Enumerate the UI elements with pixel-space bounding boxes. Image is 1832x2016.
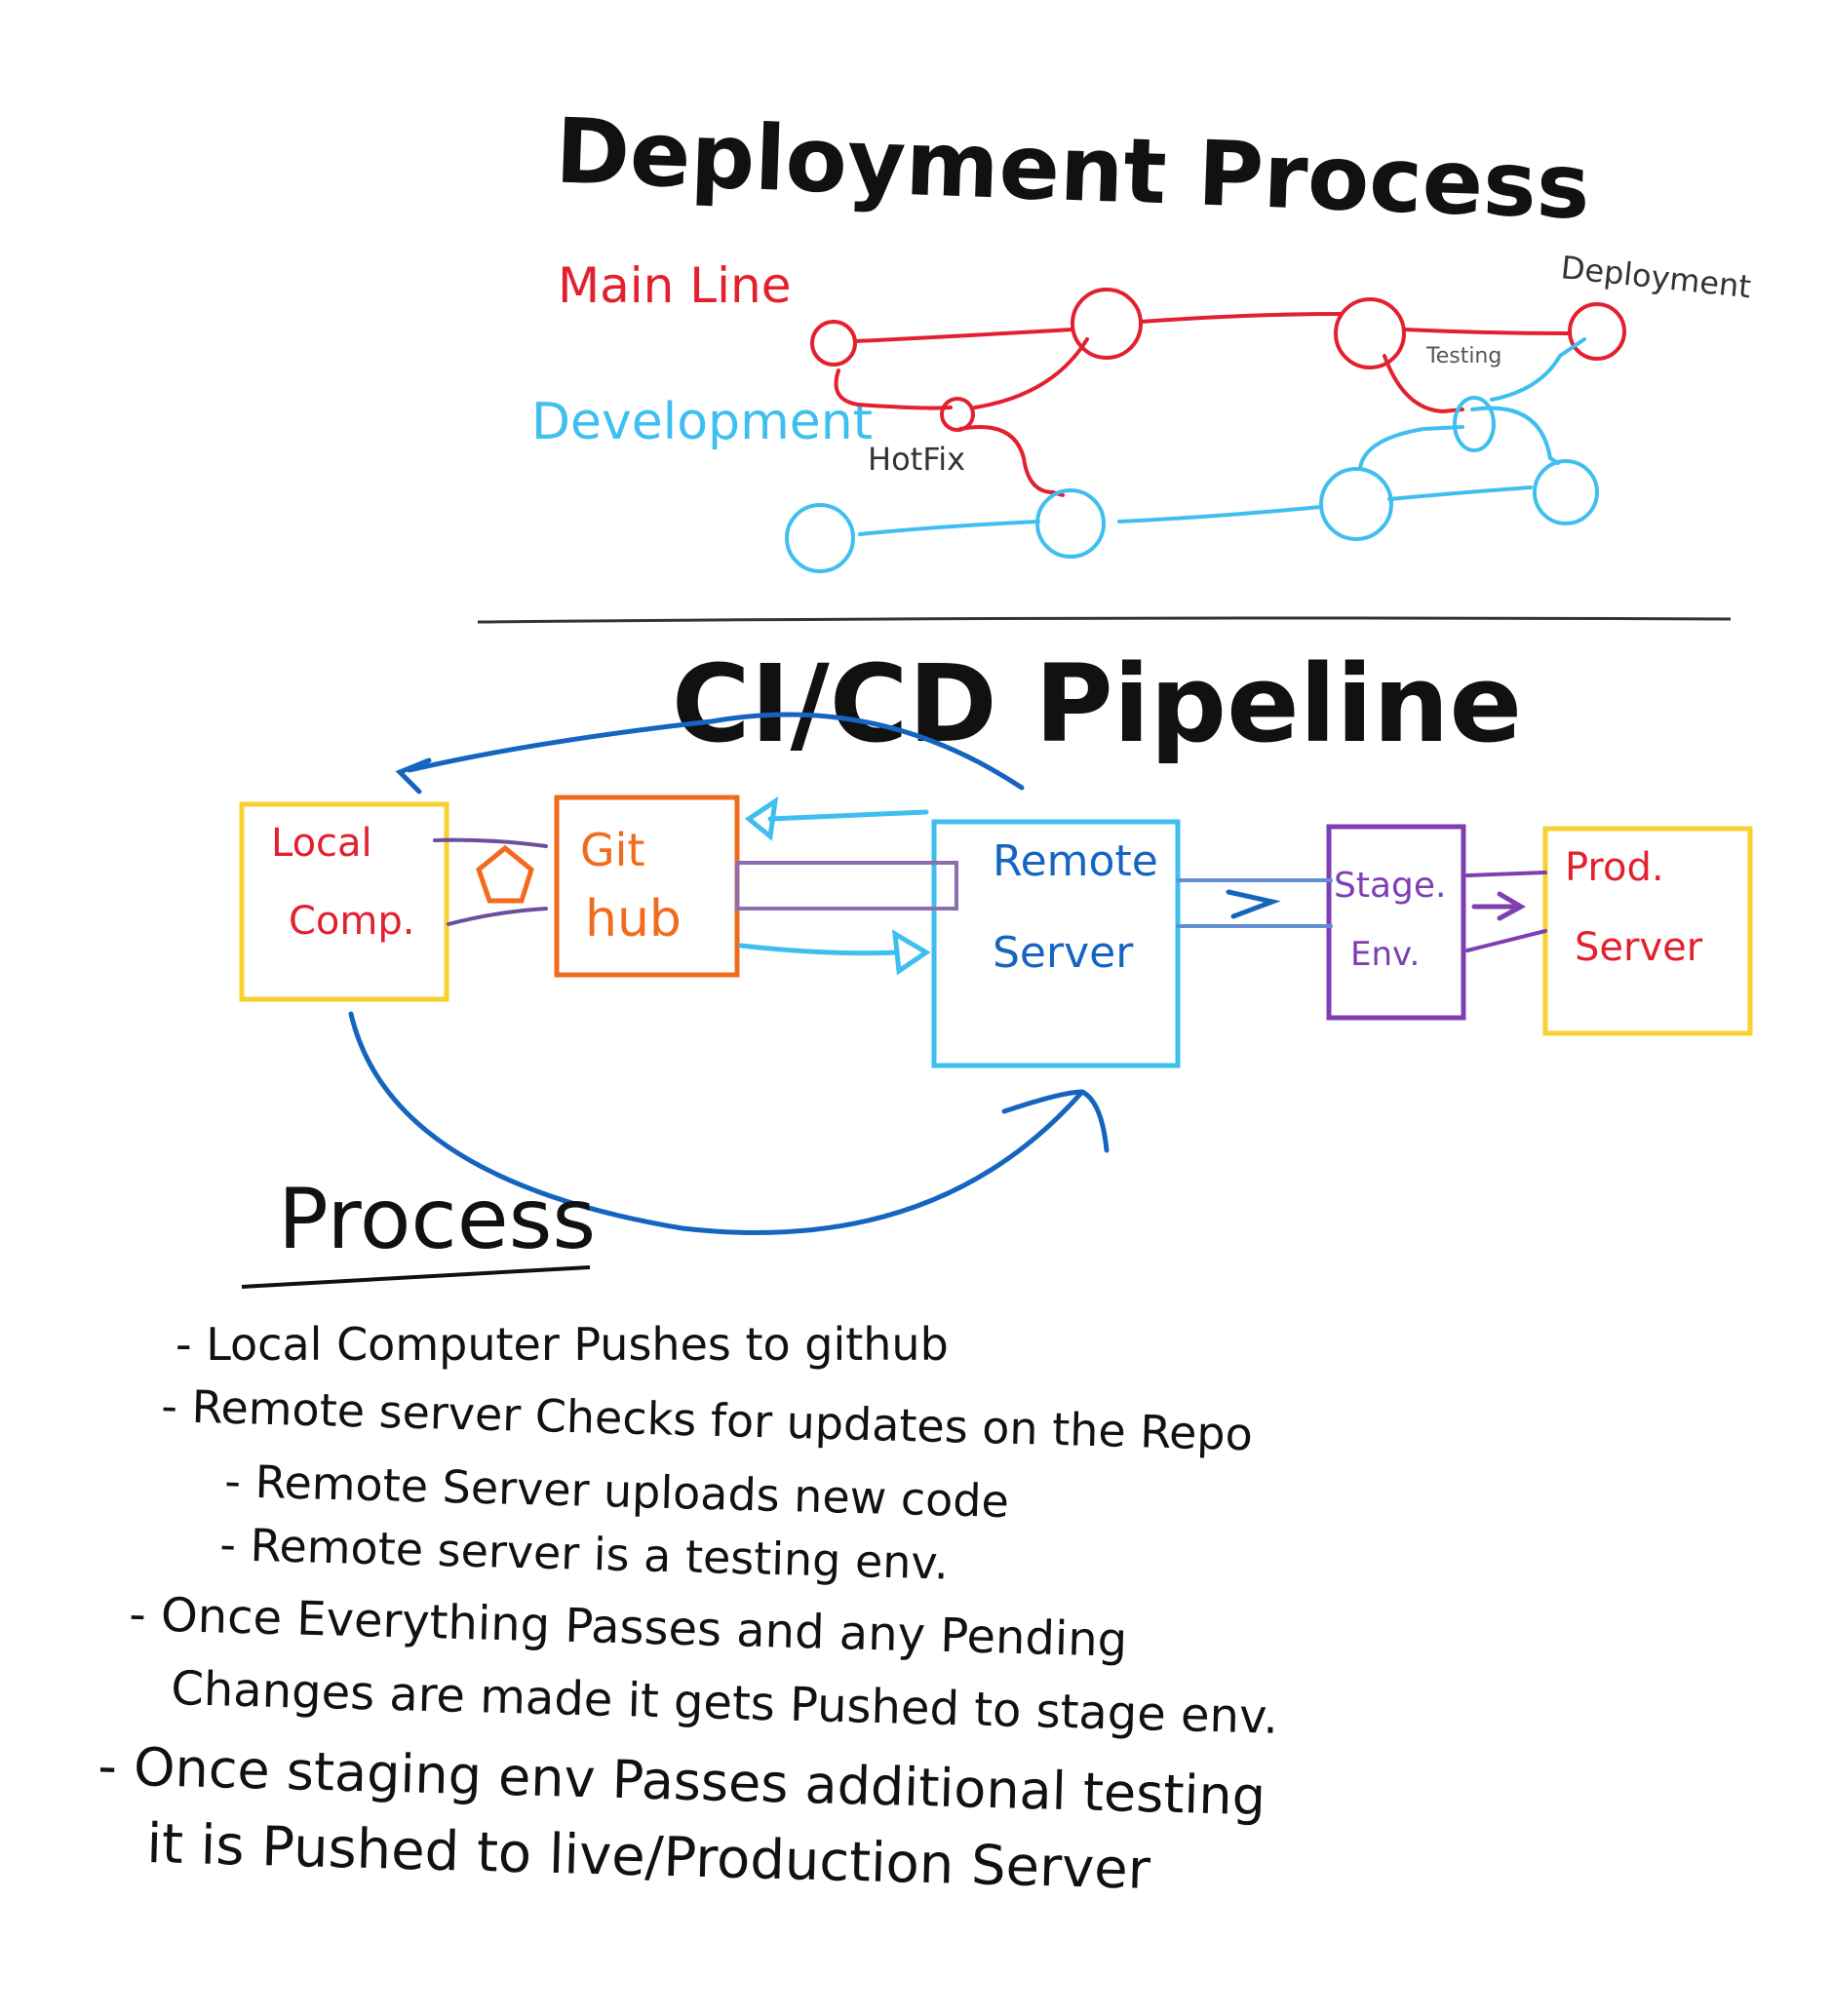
stage-env-box: Stage. Env. bbox=[1326, 824, 1466, 1021]
remote-box-line-2: Server bbox=[993, 928, 1134, 978]
deployment-title: Deployment Process bbox=[554, 99, 1592, 240]
prod-box-line-1: Prod. bbox=[1565, 845, 1664, 890]
main-node-4 bbox=[1568, 302, 1626, 361]
process-underline bbox=[241, 1265, 591, 1289]
stage-box-line-2: Env. bbox=[1350, 935, 1420, 974]
deployment-label: Deployment bbox=[1559, 249, 1753, 305]
testing-label: Testing bbox=[1425, 344, 1501, 368]
main-node-2 bbox=[1071, 288, 1143, 360]
process-step-6: Changes are made it gets Pushed to stage… bbox=[171, 1661, 1279, 1745]
dev-node-4 bbox=[1533, 459, 1599, 525]
pipeline-title: CI/CD Pipeline bbox=[672, 641, 1522, 766]
process-step-3: - Remote Server uploads new code bbox=[224, 1454, 1010, 1528]
dev-node-1 bbox=[785, 503, 855, 573]
main-line-branch bbox=[834, 312, 1572, 497]
process-steps: - Local Computer Pushes to github - Remo… bbox=[97, 1318, 1279, 1902]
development-branch bbox=[858, 337, 1586, 536]
dev-node-2 bbox=[1035, 488, 1106, 559]
dev-node-3 bbox=[1319, 467, 1393, 541]
pentagon-icon bbox=[476, 844, 534, 904]
main-node-1 bbox=[810, 320, 857, 367]
prod-server-box: Prod. Server bbox=[1542, 826, 1753, 1036]
local-box-line-1: Local bbox=[271, 821, 372, 866]
hotfix-label: HotFix bbox=[868, 441, 965, 478]
legend-development: Development bbox=[531, 393, 873, 451]
pipeline-connectors bbox=[348, 712, 1547, 1235]
github-box-line-1: Git bbox=[580, 824, 644, 876]
process-step-2: - Remote server Checks for updates on th… bbox=[161, 1379, 1254, 1460]
hotfix-node bbox=[940, 397, 975, 432]
stage-box-line-1: Stage. bbox=[1334, 866, 1446, 906]
testing-node bbox=[1453, 396, 1496, 452]
section-divider bbox=[477, 616, 1732, 624]
development-nodes bbox=[785, 396, 1599, 573]
remote-server-box: Remote Server bbox=[931, 819, 1181, 1068]
process-step-7: - Once staging env Passes additional tes… bbox=[97, 1735, 1267, 1827]
github-box-line-2: hub bbox=[585, 890, 682, 949]
prod-box-line-2: Server bbox=[1575, 925, 1703, 970]
github-box: Git hub bbox=[554, 795, 740, 978]
process-step-8: it is Pushed to live/Production Server bbox=[146, 1812, 1152, 1902]
process-step-4: - Remote server is a testing env. bbox=[219, 1518, 950, 1590]
remote-box-line-1: Remote bbox=[993, 836, 1158, 886]
process-heading: Process bbox=[278, 1171, 596, 1268]
legend-main-line: Main Line bbox=[558, 257, 791, 314]
process-step-1: - Local Computer Pushes to github bbox=[175, 1318, 949, 1371]
local-box-line-2: Comp. bbox=[289, 899, 414, 944]
main-node-3 bbox=[1334, 297, 1406, 369]
process-step-5: - Once Everything Passes and any Pending bbox=[129, 1587, 1128, 1668]
local-computer-box: Local Comp. bbox=[239, 801, 449, 1002]
main-line-nodes bbox=[810, 288, 1626, 432]
